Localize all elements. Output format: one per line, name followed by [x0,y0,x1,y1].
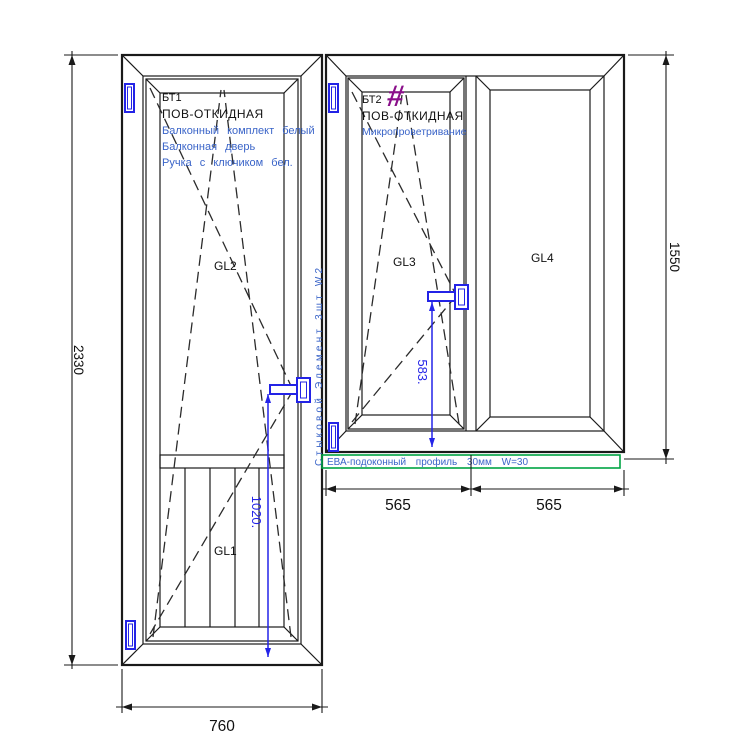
window-frame-inner-edge [345,75,605,432]
dimension-window-height: 1550 [624,51,682,464]
door-sandwich-panel-lines [184,468,260,627]
window-fixed-bevels [475,75,605,432]
dim-door-width-value: 760 [209,718,235,735]
door-hinge-bottom-icon [125,620,136,650]
door-frame-bevels [121,54,323,666]
door-opening-direction-lines [149,87,293,638]
window-opening-type-label: ПОВ-ОТКИДНАЯ [362,109,464,123]
dim-window-handle-offset-value: 583. [415,359,430,384]
dim-window-height-value: 1550 [667,242,682,272]
door-frame-inner-edge [142,75,302,645]
window-unit: БТ2 # ПОВ-ОТКИДНАЯ Микропроветривание GL… [324,53,626,454]
door-handle-icon [269,377,311,403]
door-spec-line: Ручка с ключиком бел. [162,157,293,169]
window-opening-direction-lines [351,91,460,425]
door-sash-glazing-edge [159,92,285,628]
window-fixed-glazing-edge [489,89,591,418]
connector-note-vertical: Стыковой Элемент 3шт W2 [314,265,325,466]
window-handle-icon [427,284,469,310]
door-spec-line: Балконный комплект белый [162,125,315,137]
dim-sash-width-value: 565 [385,497,411,514]
window-hinge-top-icon [328,83,339,113]
sill-note: ЕВА-подоконный профиль 30мм W=30 [327,456,528,468]
dim-fixed-width-value: 565 [536,497,562,514]
door-sash-outer [145,78,299,642]
dimension-total-height: 2330 [64,51,118,669]
door-hinge-top-icon [124,83,135,113]
micro-ventilation-icon: # [385,80,407,113]
window-sash-glass-label: GL3 [393,255,416,269]
window-impost [465,76,477,431]
window-sash-outer [347,77,465,430]
door-outer-frame [120,53,324,667]
dimension-door-handle-offset: 1020. [249,394,271,657]
door-unit: БТ1 ПОВ-ОТКИДНАЯ Балконный комплект белы… [120,53,324,667]
door-glass-label: GL2 [214,259,237,273]
door-opening-type-label: ПОВ-ОТКИДНАЯ [162,107,264,121]
dimension-door-width: 760 [116,669,328,735]
window-sash-glazing-edge [361,91,451,416]
dimension-window-widths: 565 565 [321,455,629,514]
door-spec-line: Балконная дверь [162,141,255,153]
window-id-label: БТ2 [362,94,382,106]
window-fixed-glass-label: GL4 [531,251,554,265]
dimension-window-handle-offset: 583. [415,302,435,447]
window-hinge-bottom-icon [328,422,339,452]
door-panel-label: GL1 [214,544,237,558]
window-spec-line: Микропроветривание [362,126,467,138]
window-sash-bevels [347,77,465,430]
dim-door-handle-offset-value: 1020. [249,496,264,529]
door-panel-divider [159,454,285,469]
door-id-label: БТ1 [162,92,182,104]
dim-total-height-value: 2330 [71,345,86,375]
window-outer-frame [324,53,626,454]
